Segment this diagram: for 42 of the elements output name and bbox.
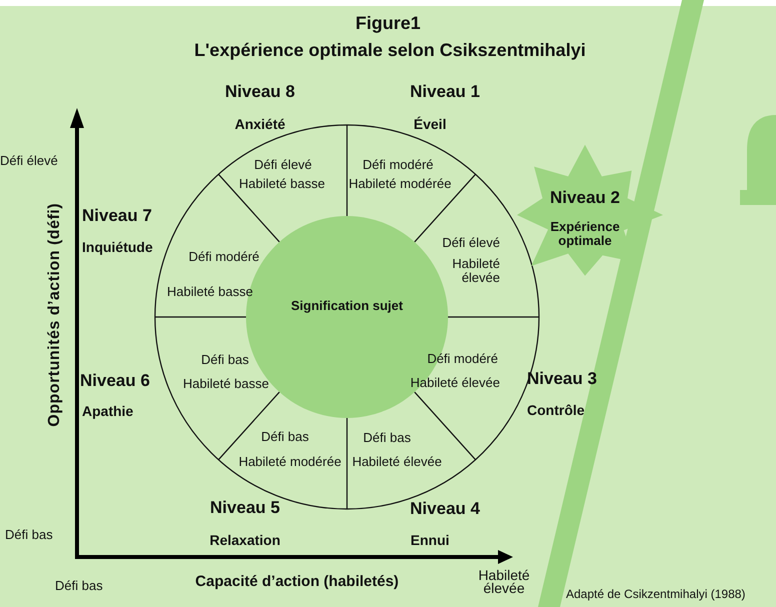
challenge-text: Défi modéré (362, 158, 434, 172)
level-number: Niveau 4 (409, 500, 481, 519)
skill-text: Habileté élevée (451, 257, 500, 286)
axis-tick-label: Défi bas (55, 579, 103, 594)
level-name: Contrôle (527, 403, 585, 418)
center-label: Signification sujet (290, 299, 404, 314)
challenge-text: Défi modéré (188, 250, 260, 264)
challenge-text: Défi modéré (426, 352, 498, 366)
level-number: Niveau 1 (409, 83, 481, 102)
level-name: Relaxation (208, 533, 282, 548)
level-number: Niveau 6 (80, 372, 150, 391)
challenge-text: Défi élevé (253, 158, 313, 172)
figure-title: L'expérience optimale selon Csikszentmihalyi (193, 41, 587, 61)
skill-text: Habileté modérée (238, 455, 342, 470)
level-name: Expérience optimale (549, 220, 621, 249)
level-name: Ennui (410, 533, 450, 548)
challenge-text: Défi bas (260, 430, 310, 444)
source-note: Adapté de Csikzentmihalyi (1988) (566, 588, 746, 602)
level-number: Niveau 7 (82, 207, 152, 226)
level-number: Niveau 8 (224, 83, 296, 102)
level-name: Inquiétude (82, 240, 153, 256)
skill-text: Habileté basse (238, 177, 326, 192)
axis-tick-label: Défi élevé (0, 154, 58, 168)
challenge-text: Défi bas (200, 353, 250, 368)
figure-number: Figure1 (354, 14, 422, 34)
skill-text: Habileté basse (182, 377, 270, 392)
axis-tick-label: Défi bas (5, 528, 53, 542)
axis-title: Opportunités d’action (défi) (46, 202, 64, 429)
axis-tick-label: Habileté élevée (477, 569, 531, 596)
level-name: Apathie (82, 404, 134, 420)
level-name: Éveil (412, 117, 448, 132)
skill-text: Habileté élevée (409, 376, 500, 390)
skill-text: Habileté modérée (348, 177, 452, 192)
skill-text: Habileté basse (166, 285, 254, 300)
challenge-text: Défi élevé (441, 236, 500, 250)
axis-title: Capacité d’action (habiletés) (194, 574, 400, 590)
level-number: Niveau 3 (527, 370, 597, 389)
level-number: Niveau 2 (549, 189, 621, 208)
challenge-text: Défi bas (362, 431, 412, 446)
level-name: Anxiété (234, 117, 286, 132)
level-number: Niveau 5 (209, 499, 281, 518)
skill-text: Habileté élevée (351, 455, 443, 470)
